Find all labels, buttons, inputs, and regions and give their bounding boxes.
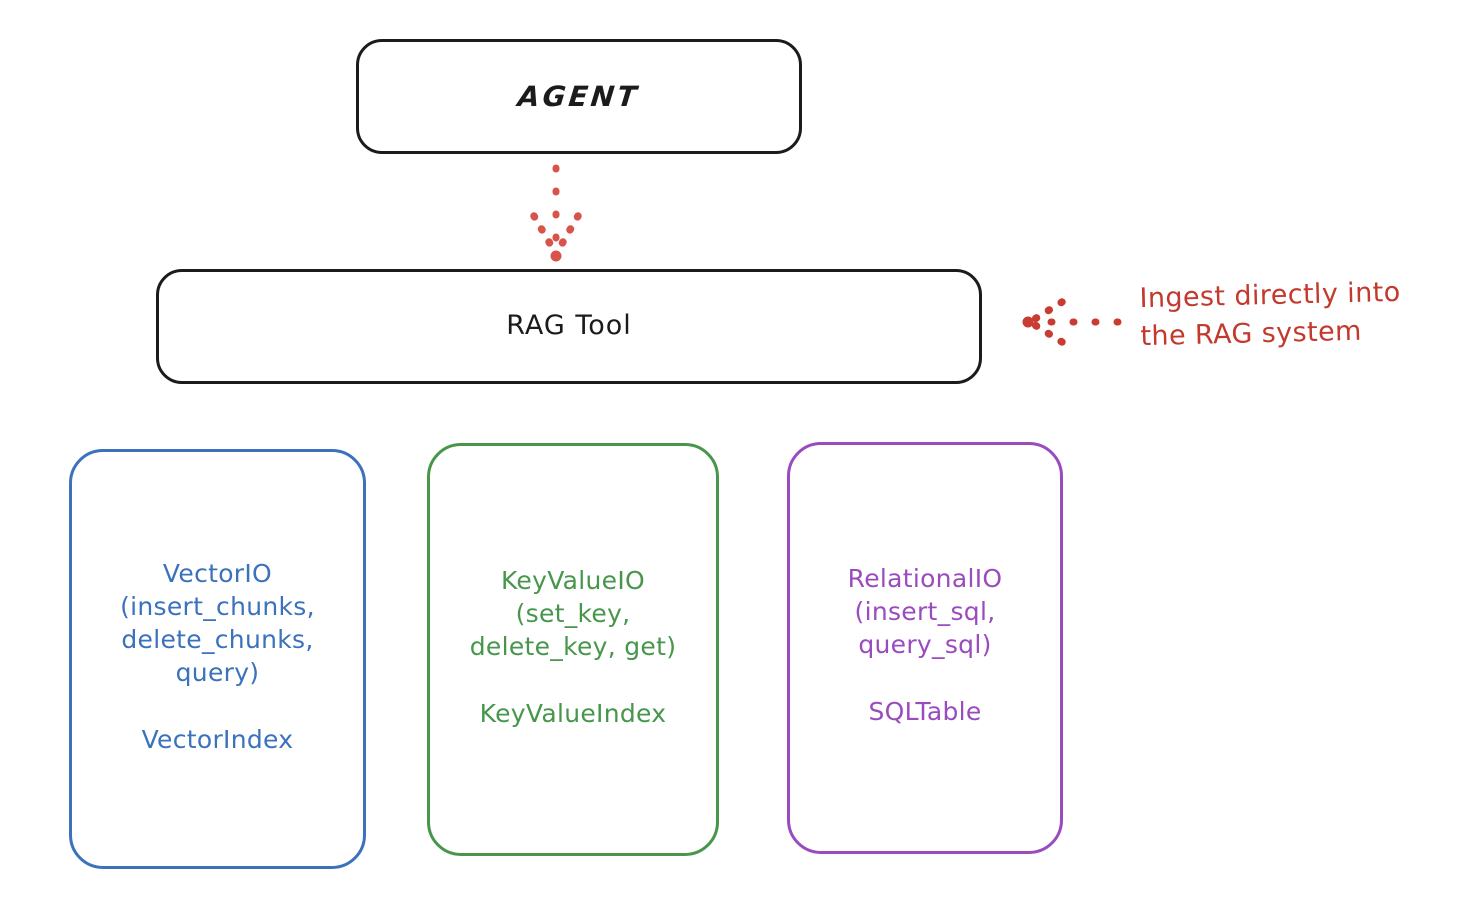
relational-io-api-label: RelationalIO (insert_sql, query_sql) — [847, 564, 1003, 659]
arrow-ingest-to-rag-tool — [1022, 298, 1122, 346]
rag-tool-node[interactable]: RAG Tool — [156, 269, 982, 384]
vector-io-node[interactable]: VectorIO (insert_chunks, delete_chunks, … — [69, 449, 366, 869]
relational-io-content: RelationalIO (insert_sql, query_sql) SQL… — [790, 562, 1060, 734]
rag-tool-label: RAG Tool — [506, 310, 632, 342]
key-value-io-content: KeyValueIO (set_key, delete_key, get) Ke… — [430, 564, 716, 736]
relational-io-node[interactable]: RelationalIO (insert_sql, query_sql) SQL… — [787, 442, 1063, 854]
key-value-io-node[interactable]: KeyValueIO (set_key, delete_key, get) Ke… — [427, 443, 719, 856]
key-value-io-api-label: KeyValueIO (set_key, delete_key, get) — [469, 565, 677, 661]
relational-io-index-label: SQLTable — [868, 697, 982, 726]
arrow-agent-to-rag-tool — [530, 164, 582, 262]
agent-label: AGENT — [516, 79, 642, 113]
vector-io-index-label: VectorIndex — [141, 724, 294, 754]
vector-io-content: VectorIO (insert_chunks, delete_chunks, … — [72, 557, 363, 762]
vector-io-api-label: VectorIO (insert_chunks, delete_chunks, … — [120, 558, 315, 687]
ingest-annotation-label: Ingest directly into the RAG system — [1139, 276, 1401, 353]
agent-node[interactable]: AGENT — [356, 39, 802, 154]
key-value-io-index-label: KeyValueIndex — [479, 698, 667, 728]
